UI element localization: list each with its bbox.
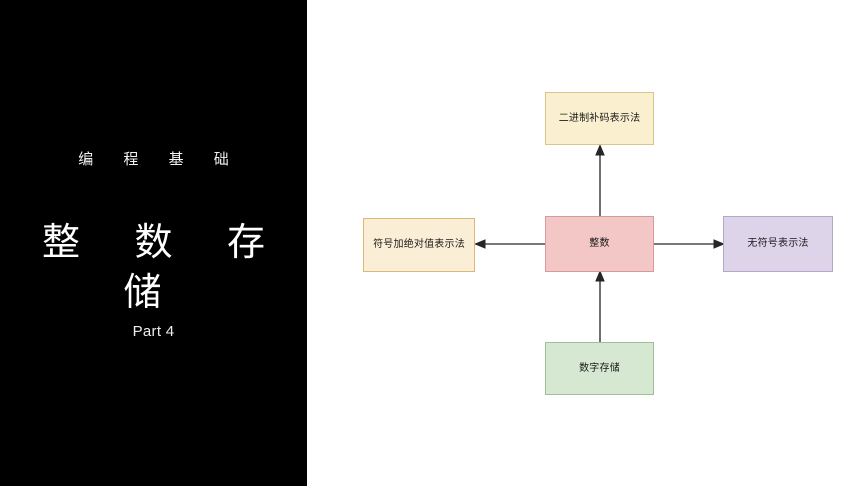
node-top-label: 二进制补码表示法: [558, 112, 641, 124]
node-left-label: 符号加绝对值表示法: [373, 239, 465, 250]
connector-center-to-left: [474, 239, 549, 249]
title-panel: 编 程 基 础 整 数 存 储 Part 4: [0, 0, 307, 486]
node-unsigned[interactable]: 无符号表示法: [723, 216, 833, 272]
connector-center-to-right: [652, 239, 725, 249]
slide-title: 整 数 存 储: [41, 222, 288, 314]
diagram-panel: 二进制补码表示法 符号加绝对值表示法 整数 无符号表示法 数字存储: [307, 0, 864, 486]
node-twos-complement[interactable]: 二进制补码表示法: [545, 92, 654, 145]
node-sign-magnitude[interactable]: 符号加绝对值表示法: [363, 218, 475, 272]
connector-bottom-to-center: [595, 270, 605, 344]
slide-subtitle: 编 程 基 础: [78, 151, 242, 168]
node-right-label: 无符号表示法: [747, 238, 809, 249]
node-number-storage[interactable]: 数字存储: [545, 342, 654, 395]
slide-part-label: Part 4: [132, 323, 175, 340]
node-center-label: 整数: [589, 238, 610, 249]
node-bottom-label: 数字存储: [579, 362, 620, 374]
connector-center-to-top: [595, 144, 605, 218]
node-integer[interactable]: 整数: [545, 216, 654, 272]
